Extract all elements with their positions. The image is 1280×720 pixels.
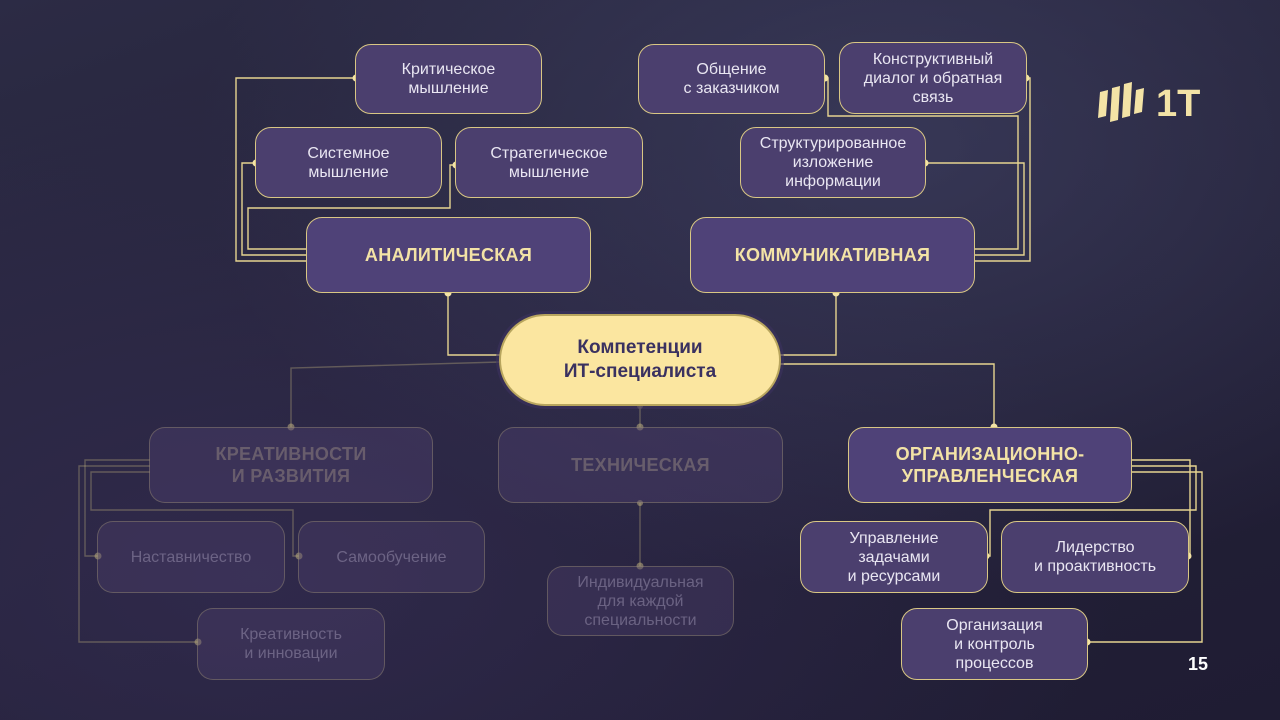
node-analytic: АНАЛИТИЧЕСКАЯ bbox=[306, 217, 591, 293]
logo-mark-icon bbox=[1098, 82, 1144, 122]
node-technical: ТЕХНИЧЕСКАЯ bbox=[498, 427, 783, 503]
node-organizational: ОРГАНИЗАЦИОННО-УПРАВЛЕНЧЕСКАЯ bbox=[848, 427, 1132, 503]
line-center-creativity bbox=[290, 361, 501, 427]
line-center-organizational bbox=[780, 363, 995, 427]
node-self-learning: Самообучение bbox=[298, 521, 485, 593]
node-mentoring: Наставничество bbox=[97, 521, 285, 593]
organizational-connectors bbox=[780, 363, 1203, 643]
line-center-communicative bbox=[780, 293, 837, 356]
page-number: 15 bbox=[1188, 654, 1209, 674]
line-center-analytic bbox=[447, 293, 500, 356]
node-communicative: КОММУНИКАТИВНАЯ bbox=[690, 217, 975, 293]
company-logo: 1T bbox=[1098, 82, 1200, 122]
logo-text: 1T bbox=[1156, 83, 1200, 122]
